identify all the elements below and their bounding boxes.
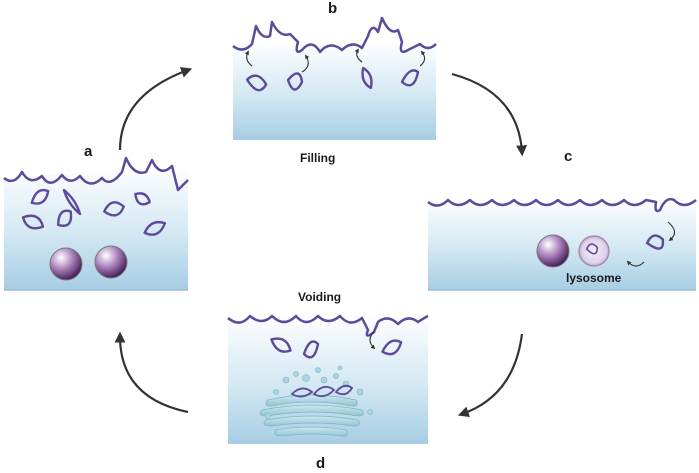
lysosome-label: lysosome xyxy=(566,271,622,285)
golgi-cisterna xyxy=(263,415,360,427)
insertion-arrow xyxy=(354,48,363,63)
insertion-arrow xyxy=(419,50,426,67)
panel-b-label: b xyxy=(328,0,338,17)
dark-granule xyxy=(49,247,83,281)
fusiform-vesicle xyxy=(286,72,304,91)
golgi-forming-vesicles xyxy=(290,384,354,398)
panel-c-endocytic-vesicle xyxy=(645,234,665,250)
fusiform-vesicle xyxy=(30,188,50,205)
endocytosis-arrow xyxy=(626,260,645,267)
golgi-vesicles xyxy=(265,365,373,419)
panel-a-fusiform-vesicles xyxy=(21,188,167,236)
panel-d-apical-membrane xyxy=(227,314,429,337)
forming-fusiform-vesicle xyxy=(290,387,314,398)
fusiform-vesicle xyxy=(400,69,420,87)
insertion-arrow xyxy=(301,54,310,73)
arrow-c-to-d xyxy=(457,333,524,418)
fusiform-vesicle xyxy=(57,209,73,227)
panel-c-cell xyxy=(427,197,697,291)
arrow-b-to-c xyxy=(451,72,528,157)
panel-b-apical-membrane xyxy=(232,16,437,54)
panel-a-label: a xyxy=(84,143,93,160)
arrow-d-to-a xyxy=(114,331,189,414)
fusiform-vesicle xyxy=(302,340,320,359)
panel-b-caption: Filling xyxy=(300,151,336,165)
cycle-arrows xyxy=(114,67,528,418)
panel-b-cell xyxy=(232,16,437,140)
fusiform-vesicle xyxy=(381,339,403,356)
arrow-a-to-b xyxy=(118,67,193,151)
panel-d-cell xyxy=(227,314,429,444)
fusiform-vesicle xyxy=(270,337,292,353)
panel-d-label: d xyxy=(316,455,326,472)
panel-a-cytoplasm xyxy=(4,165,188,290)
fusiform-vesicle xyxy=(361,66,373,90)
fusiform-vesicle xyxy=(143,220,167,236)
panel-b-fusiform-vesicles xyxy=(245,66,420,92)
golgi-apparatus xyxy=(259,394,364,437)
panel-d-endocytosis-arrows xyxy=(369,331,376,350)
forming-fusiform-vesicle xyxy=(334,384,354,396)
panel-b-insertion-arrows xyxy=(244,48,426,73)
panel-d-cytoplasm xyxy=(228,314,428,444)
fusiform-vesicle xyxy=(21,214,45,230)
fusiform-vesicle xyxy=(62,188,82,216)
forming-fusiform-vesicle xyxy=(312,385,336,398)
panel-d-fusiform-vesicles xyxy=(270,337,403,359)
dark-granule xyxy=(94,245,128,279)
golgi-cisterna xyxy=(274,426,348,437)
dark-granule xyxy=(536,234,570,268)
lysosome-vesicle-fragment xyxy=(585,243,599,255)
panel-a-granules xyxy=(49,245,128,281)
panel-d-caption: Voiding xyxy=(298,290,342,304)
panel-c-apical-membrane xyxy=(427,197,697,213)
panel-b-cytoplasm xyxy=(233,42,436,140)
endocytosis-arrow xyxy=(667,221,676,242)
fusiform-vesicle xyxy=(103,201,125,217)
insertion-arrow xyxy=(244,50,253,67)
lysosome xyxy=(578,235,610,267)
panel-c-label: c xyxy=(564,148,573,165)
endocytosis-arrow xyxy=(369,331,376,350)
panel-a-cell xyxy=(3,156,189,291)
golgi-cisterna xyxy=(259,404,364,417)
panel-c-endocytosis-arrows xyxy=(626,221,676,267)
fusiform-vesicle xyxy=(134,192,151,206)
fusiform-vesicle xyxy=(245,74,268,92)
panel-a-apical-membrane xyxy=(3,156,189,192)
